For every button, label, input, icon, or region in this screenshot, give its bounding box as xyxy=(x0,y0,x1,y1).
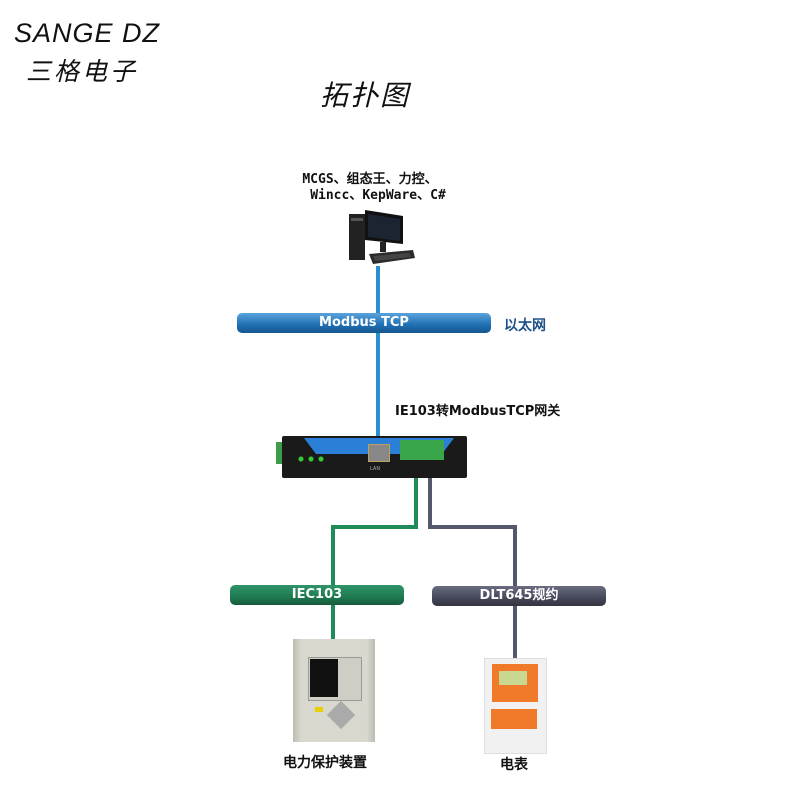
gateway-device: LAN xyxy=(276,436,467,478)
brand-name-cn: 三格电子 xyxy=(26,57,139,86)
meter-label: 电表 xyxy=(500,757,528,773)
protection-device-image xyxy=(293,639,375,742)
iec103-line-a xyxy=(414,476,418,529)
software-list-line1: MCGS、组态王、力控、 xyxy=(302,172,438,187)
iec103-line-b xyxy=(331,525,418,529)
ethernet-label: 以太网 xyxy=(504,318,546,334)
lan-port-label: LAN xyxy=(370,466,381,472)
dlt645-line-b xyxy=(428,525,517,529)
computer-icon xyxy=(349,210,415,264)
protection-device-label: 电力保护装置 xyxy=(283,755,367,771)
dlt645-bar: DLT645规约 xyxy=(432,586,606,606)
diagram-title: 拓扑图 xyxy=(320,79,411,112)
modbus-tcp-bar: Modbus TCP xyxy=(237,313,491,333)
gateway-label: IE103转ModbusTCP网关 xyxy=(395,404,561,419)
ethernet-line xyxy=(376,266,380,436)
electric-meter-image xyxy=(484,658,547,754)
software-list-line2: Wincc、KepWare、C# xyxy=(310,188,446,203)
iec103-line-c xyxy=(331,525,335,641)
brand-name: SANGE DZ xyxy=(14,18,161,48)
iec103-bar: IEC103 xyxy=(230,585,404,605)
dlt645-line-a xyxy=(428,476,432,529)
